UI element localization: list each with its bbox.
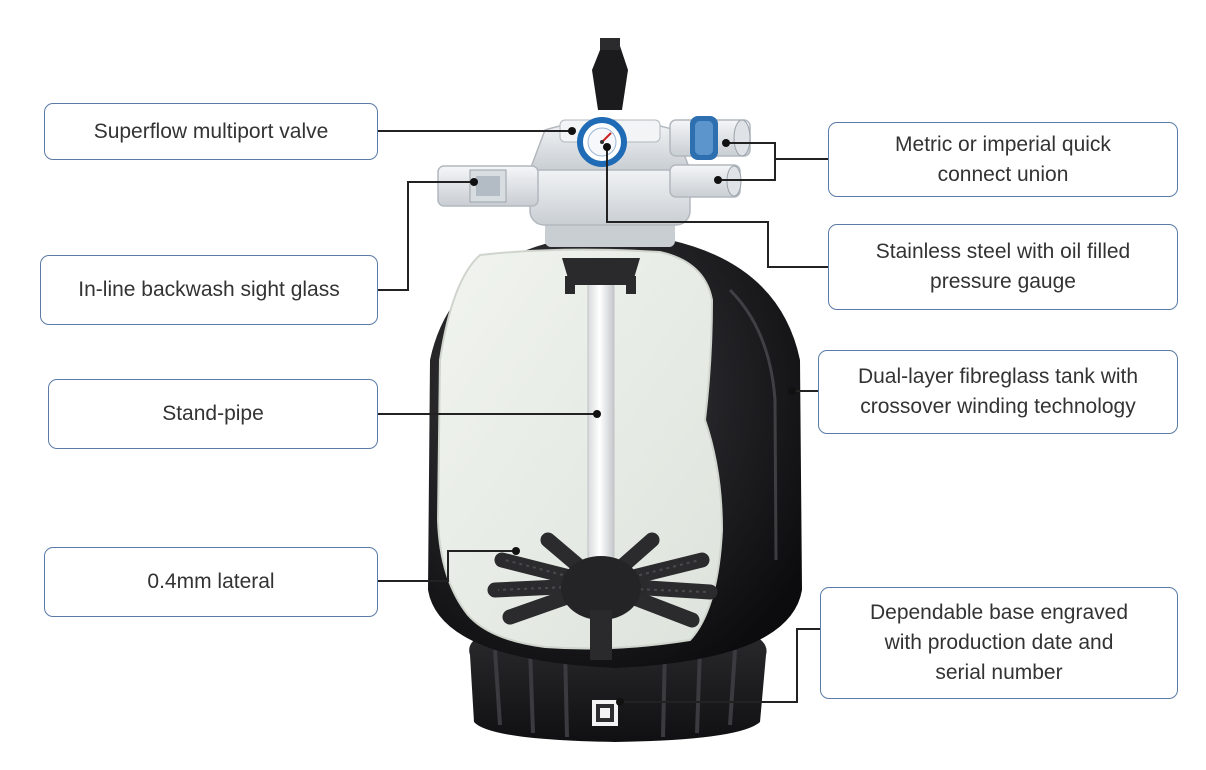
leader-quick-connect <box>726 142 828 160</box>
callout-base: Dependable base engraved with production… <box>820 587 1178 699</box>
stand-pipe <box>587 261 615 563</box>
callout-text: connect union <box>937 162 1069 186</box>
callout-text: 0.4mm lateral <box>147 570 275 593</box>
callout-text: In-line backwash sight glass <box>78 278 340 301</box>
callout-text: Dependable base engraved <box>869 601 1129 624</box>
leader-base <box>620 628 820 703</box>
callout-text: Stand-pipe <box>162 402 264 425</box>
callout-multiport-valve: Superflow multiport valve <box>44 103 378 160</box>
callout-text: with production date and <box>884 631 1114 654</box>
pressure-gauge <box>577 117 627 167</box>
callout-stand-pipe: Stand-pipe <box>48 379 378 449</box>
callout-text: pressure gauge <box>930 270 1076 293</box>
leader-pressure-gauge <box>606 147 828 268</box>
callout-text: serial number <box>935 661 1063 684</box>
leader-lateral <box>378 550 516 582</box>
callout-text: crossover winding technology <box>860 395 1136 418</box>
top-diffuser <box>562 258 640 294</box>
callout-text: Dual-layer fibreglass tank with <box>857 365 1139 388</box>
callout-quick-connect-union: Metric or imperial quick connect union <box>828 122 1178 197</box>
leader-lines <box>378 130 828 703</box>
leader-dots <box>470 127 796 706</box>
callout-pressure-gauge: Stainless steel with oil filled pressure… <box>828 224 1178 310</box>
callout-lateral: 0.4mm lateral <box>44 547 378 617</box>
callout-text: Stainless steel with oil filled <box>875 240 1131 263</box>
callout-fibreglass-tank: Dual-layer fibreglass tank with crossove… <box>818 350 1178 434</box>
laterals-hub <box>487 532 718 660</box>
callout-text: Metric or imperial quick <box>895 132 1111 156</box>
leader-sight-glass <box>378 181 474 291</box>
callout-text: Superflow multiport valve <box>93 119 329 143</box>
leader-quick-connect-2 <box>718 159 776 181</box>
callout-sight-glass: In-line backwash sight glass <box>40 255 378 325</box>
